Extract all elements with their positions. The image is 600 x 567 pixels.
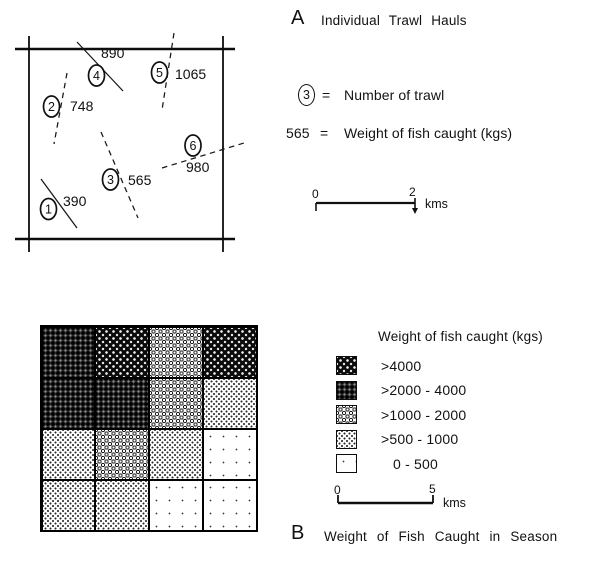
haul-1: 1 390: [39, 178, 87, 229]
scale-bar-b: 0 5 kms: [334, 482, 466, 510]
haul-weight-1: 390: [63, 193, 87, 209]
grid-cell-r1c4: [203, 327, 256, 377]
grid-cell-r4c4: [203, 480, 256, 530]
legend-row-lv1: 0 - 500: [336, 454, 466, 473]
haul-number-4: 4: [93, 69, 100, 83]
grid-cell-r1c1: [42, 327, 95, 377]
haul-circle-5: [150, 61, 169, 84]
grid-cell-r3c1: [42, 429, 95, 479]
grid-cell-r1c3: [150, 327, 202, 377]
haul-number-1: 1: [45, 202, 52, 216]
weight-of-fish-label: Weight of fish caught (kgs): [344, 125, 513, 141]
weight-legend-title: Weight of fish caught (kgs): [378, 329, 543, 344]
haul-5: 5 1065: [150, 32, 206, 111]
grid-cell-r3c4: [203, 429, 256, 479]
equals-sign-weight: =: [320, 125, 329, 141]
haul-number-3: 3: [107, 173, 114, 187]
grid-cell-r2c4: [203, 378, 256, 428]
haul-circle-3: [101, 168, 120, 191]
legend-swatch-lv1: [336, 454, 357, 473]
legend-row-lv5: >4000: [336, 356, 466, 375]
legend-label-lv2: >500 - 1000: [381, 431, 459, 447]
grid-cell-r4c1: [42, 480, 95, 530]
legend-swatch-lv2: [336, 429, 357, 449]
grid-cell-r2c1: [42, 378, 95, 428]
trawl-track-5: [161, 32, 175, 111]
legend-swatch-lv3: [336, 405, 357, 424]
legend-label-lv3: >1000 - 2000: [381, 406, 467, 423]
scale-a-unit: kms: [425, 197, 448, 211]
haul-circle-1: [39, 197, 58, 221]
legend-row-lv3: >1000 - 2000: [336, 405, 466, 424]
grid-cell-r3c2: [96, 429, 148, 479]
trawl-number-symbol: 3: [298, 84, 315, 106]
number-of-trawl-label: Number of trawl: [344, 87, 445, 103]
trawl-track-1: [40, 178, 78, 229]
weight-legend-rows: >4000 >2000 - 4000 >1000 - 2000 >500 - 1000…: [336, 356, 466, 473]
panel-a-letter: A: [291, 7, 305, 29]
grid-cell-r1c2: [96, 327, 148, 377]
scale-a-end: 2: [409, 185, 416, 199]
haul-circle-6: [184, 134, 202, 157]
haul-weight-6: 980: [186, 159, 210, 175]
grid-cell-r3c3: [150, 429, 202, 479]
weight-example-value: 565: [286, 125, 310, 141]
grid-cell-r2c2: [96, 378, 148, 428]
panel-b-title: Weight of Fish Caught in Season: [324, 529, 558, 544]
haul-number-2: 2: [48, 100, 55, 114]
legend-label-lv5: >4000: [381, 357, 422, 374]
legend-swatch-lv4: [336, 380, 357, 400]
grid-cell-r4c3: [150, 480, 202, 530]
haul-weight-3: 565: [128, 172, 152, 188]
haul-weight-2: 748: [70, 98, 94, 114]
panel-a-title: Individual Trawl Hauls: [321, 13, 467, 28]
legend-row-lv4: >2000 - 4000: [336, 380, 467, 400]
panel-b-letter: B: [291, 522, 305, 544]
haul-2: 2 748: [42, 72, 94, 145]
scale-bar-a: 0 2 kms: [312, 185, 448, 214]
haul-weight-4: 890: [101, 45, 125, 61]
equals-sign-number: =: [322, 87, 331, 103]
haul-circle-4: [87, 64, 106, 87]
grid-cell-r4c2: [96, 480, 148, 530]
haul-weight-5: 1065: [175, 66, 206, 82]
trawl-track-6: [161, 142, 245, 169]
legend-swatch-lv5: [336, 356, 357, 375]
scale-b-unit: kms: [443, 496, 466, 510]
legend-label-lv1: 0 - 500: [393, 455, 438, 472]
trawl-track-2: [53, 72, 68, 145]
legend-row-lv2: >500 - 1000: [336, 429, 466, 449]
haul-number-6: 6: [190, 139, 197, 153]
scale-a-arrow: [412, 208, 418, 214]
scale-a-start: 0: [312, 187, 319, 201]
scale-b-start: 0: [334, 483, 341, 497]
trawl-number-symbol-digit: 3: [303, 88, 310, 102]
season-grid: [40, 325, 258, 532]
grid-cell-r2c3: [150, 378, 202, 428]
haul-number-5: 5: [156, 66, 163, 80]
haul-3: 3 565: [100, 131, 152, 219]
haul-circle-2: [42, 95, 61, 118]
legend-label-lv4: >2000 - 4000: [381, 382, 467, 398]
scale-b-end: 5: [429, 482, 436, 496]
